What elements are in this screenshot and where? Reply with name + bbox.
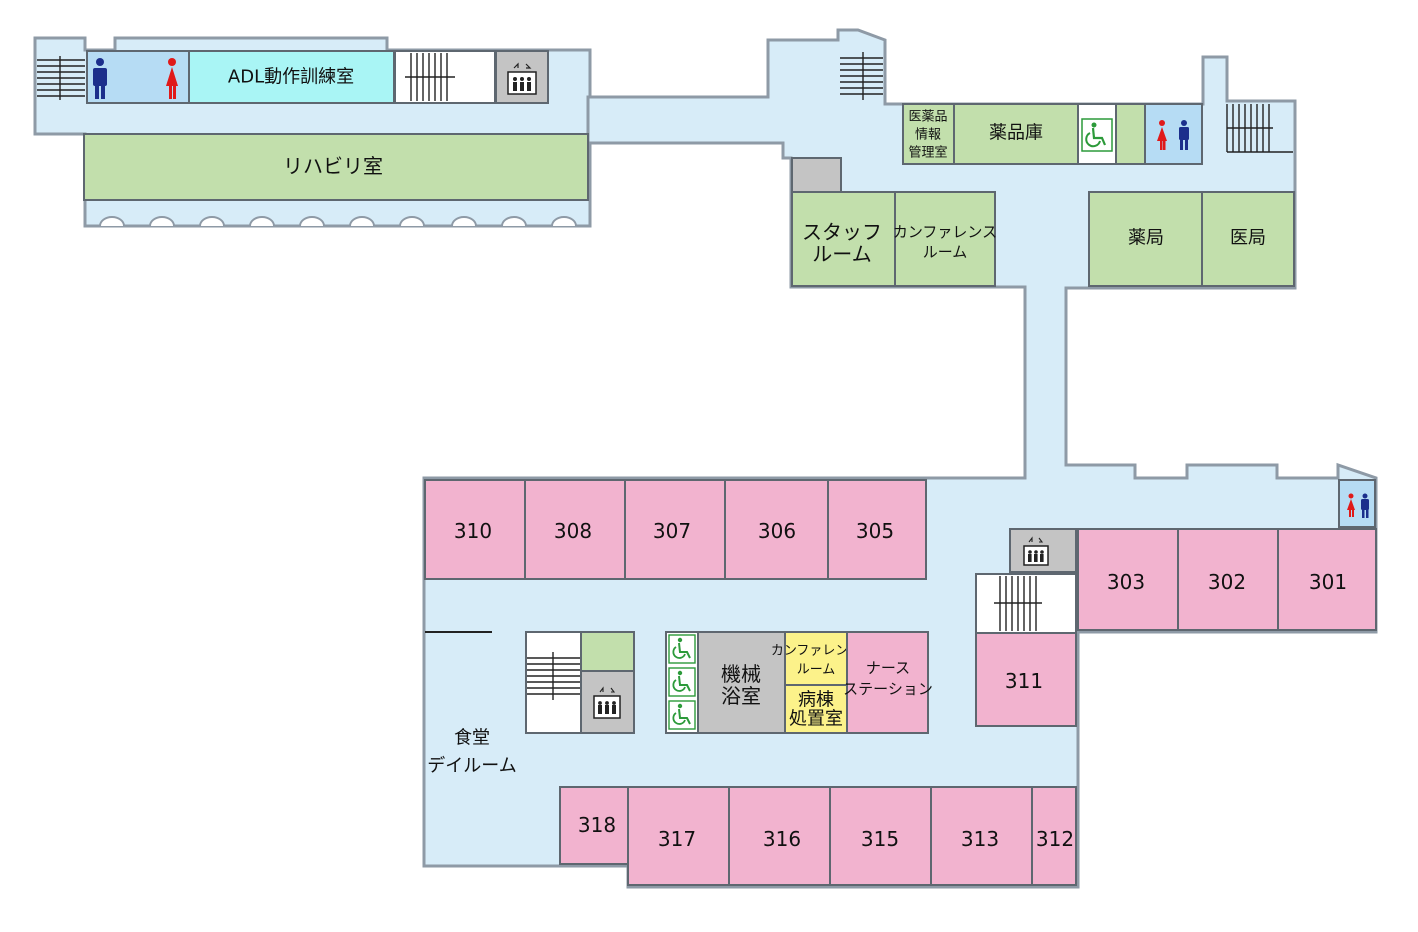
wheelchair-icon: [668, 667, 696, 697]
stairs-icon: [405, 53, 455, 101]
room-number: 303: [1107, 570, 1145, 594]
nurse-station: [846, 631, 929, 734]
stairs-icon: [840, 52, 883, 100]
room-number: 307: [653, 519, 691, 543]
utility-green-room: [580, 631, 635, 672]
room-number: 318: [578, 813, 616, 837]
drug-info-label-1: 医薬品: [908, 110, 947, 125]
stairs-icon: [527, 652, 580, 700]
drug-storage-room: [953, 103, 1079, 165]
ward-room-316: [728, 786, 831, 886]
adl-room-label: ADL動作訓練室: [228, 67, 354, 88]
drug-info-label-2: 情報: [915, 128, 941, 143]
dining-label-2: デイルーム: [427, 756, 516, 777]
room-number: 306: [758, 519, 796, 543]
ward-room-305: [827, 479, 927, 580]
doctors-office-room: [1201, 191, 1295, 287]
conference-upper-label-2: ルーム: [923, 243, 968, 261]
ward-room-308: [524, 479, 626, 580]
treatment-label-1: 病棟: [798, 690, 834, 711]
ward-room-310: [424, 479, 526, 580]
ward-room-312: [1031, 786, 1077, 886]
drug-info-room: [902, 103, 955, 165]
room-number: 315: [861, 827, 899, 851]
conference-room-upper: [894, 191, 996, 287]
room-number: 310: [454, 519, 492, 543]
wheelchair-icon: [668, 634, 696, 664]
machine-bath-room: [697, 631, 786, 734]
restroom-icon: [1157, 120, 1189, 150]
adl-room: [188, 50, 395, 104]
drug-storage-label: 薬品庫: [989, 123, 1043, 144]
ward-room-301: [1277, 528, 1377, 631]
staff-room: [791, 191, 896, 287]
conference-lower-label-1: カンファレンス: [771, 644, 861, 659]
ward-room-313: [930, 786, 1033, 886]
room-number: 302: [1208, 570, 1246, 594]
ward-room-302: [1177, 528, 1279, 631]
conference-lower-label-2: ルーム: [797, 663, 836, 678]
room-number: 308: [554, 519, 592, 543]
ward-room-303: [1077, 528, 1179, 631]
machine-bath-label-1: 機械: [721, 662, 761, 686]
pharmacy-room: [1088, 191, 1203, 287]
rehab-room: [83, 133, 589, 201]
ward-room-315: [829, 786, 932, 886]
machine-bath-label-2: 浴室: [721, 684, 761, 708]
utility-gray-room: [791, 157, 842, 193]
doctors-office-label: 医局: [1230, 228, 1266, 249]
room-number: 301: [1309, 570, 1347, 594]
wheelchair-icon: [1081, 118, 1113, 152]
nurse-station-label-1: ナース: [866, 659, 910, 677]
restroom-icon: [93, 58, 178, 99]
elevator-icon: [593, 686, 621, 719]
stairs-icon: [37, 56, 85, 100]
staff-room-label-2: ルーム: [812, 242, 871, 266]
nurse-station-label-2: ステーション: [843, 680, 933, 698]
room-number: 305: [856, 519, 894, 543]
room-number: 312: [1036, 827, 1074, 851]
pharmacy-label: 薬局: [1128, 228, 1164, 249]
ward-room-311: [975, 632, 1077, 727]
stairs-icon: [994, 576, 1042, 631]
restroom-icon: [1347, 493, 1369, 518]
stairs-icon: [1226, 104, 1293, 153]
treatment-label-2: 処置室: [789, 709, 843, 730]
conference-upper-label-1: カンファレンス: [893, 223, 997, 241]
elevator-icon: [507, 62, 537, 95]
treatment-room: [784, 684, 848, 734]
ward-room-306: [724, 479, 829, 580]
ward-room-318: [559, 786, 629, 865]
wheelchair-icon: [668, 700, 696, 730]
staff-room-label-1: スタッフ: [802, 220, 882, 244]
drug-info-label-3: 管理室: [908, 145, 947, 161]
room-number: 316: [763, 827, 801, 851]
conference-room-lower: [784, 631, 848, 686]
restroom-east: [1338, 479, 1376, 528]
restroom-north: [1144, 103, 1203, 165]
rehab-room-label: リハビリ室: [283, 154, 383, 178]
room-number: 313: [961, 827, 999, 851]
room-number: 311: [1005, 669, 1043, 693]
elevator-icon: [1023, 536, 1049, 566]
dining-label-1: 食堂: [454, 728, 490, 749]
storage-north: [1115, 103, 1146, 165]
room-number: 317: [658, 827, 696, 851]
